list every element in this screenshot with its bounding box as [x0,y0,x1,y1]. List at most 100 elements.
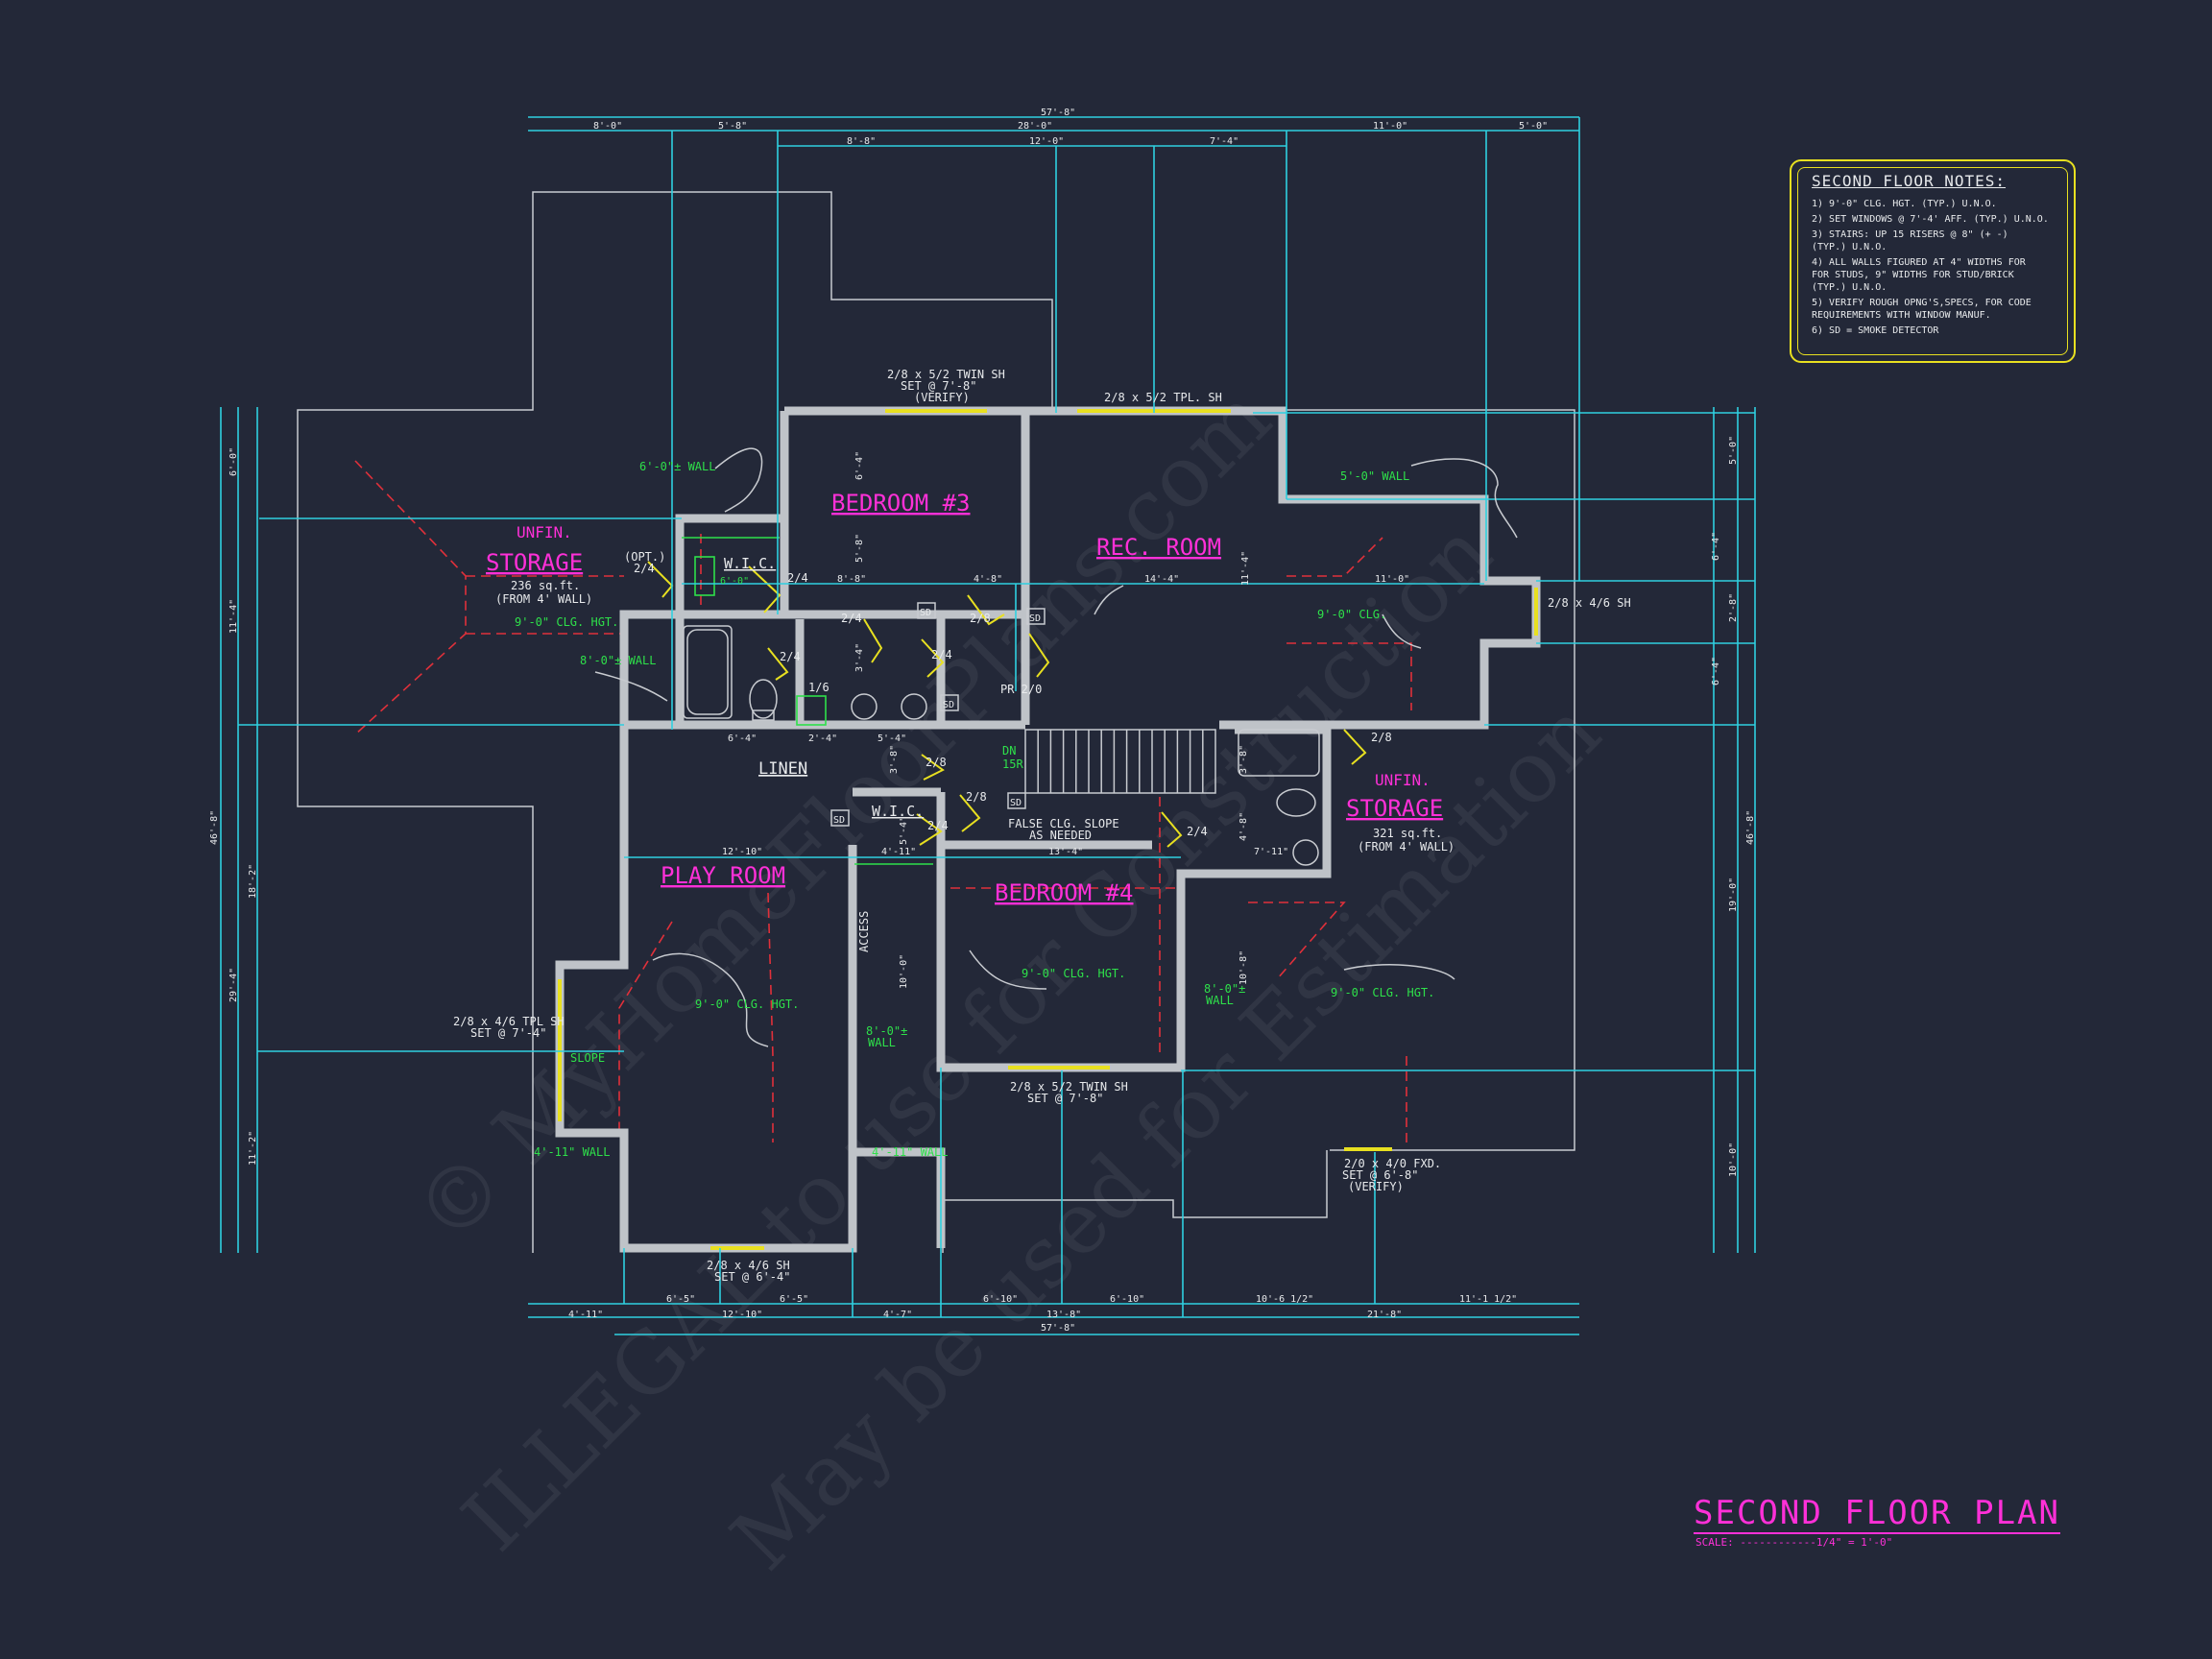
dim-left: 11'-2" [248,1131,258,1166]
win-play-bottom-label: 2/8 x 4/6 SH [707,1259,790,1272]
win-b3-label: 2/8 x 5/2 TWIN SH [887,368,1005,381]
access-label: ACCESS [857,911,871,952]
dim-inner-vertical: 3'-8" [889,745,900,774]
win-rec-label: 2/8 x 5/2 TPL. SH [1104,391,1222,404]
plumbing-fixtures [682,537,1320,866]
dim-right: 19'-0" [1728,878,1739,912]
door-label: 2/8 [970,612,991,625]
dim-bottom: 6'-10" [983,1294,1018,1305]
dim-bottom: 4'-11" [568,1310,603,1320]
clg-note-b4: 9'-0" CLG. HGT. [1022,967,1125,980]
win-b4-set: SET @ 7'-8" [1027,1092,1103,1105]
dim-top: 28'-0" [1018,121,1052,132]
door-label: 2/4 [931,648,952,661]
dim-right: 2'-8" [1728,593,1739,622]
note-item: 2) SET WINDOWS @ 7'-4' AFF. (TYP.) U.N.O… [1812,214,2049,225]
door-label: 2/4 [841,612,862,625]
dim-right: 10'-0" [1728,1142,1739,1177]
room-label-rec-room: REC. ROOM [1096,534,1221,561]
wall8-note-b: 8'-0"± [1204,982,1245,996]
dim-top: 8'-0" [593,121,622,132]
clg-note-play: 9'-0" CLG. HGT. [695,998,799,1011]
win-fxd-set: SET @ 6'-8" [1342,1168,1418,1182]
dim-inner: 6'-4" [728,733,757,744]
dim-inner: 12'-10" [722,847,762,857]
sd-label: SD [1029,613,1041,624]
room-label-storage-left: STORAGE [486,549,583,576]
dim-top: 12'-0" [1029,136,1064,147]
clg-note-rec: 9'-0" CLG. [1317,608,1386,621]
storage-left-area: 236 sq.ft. [511,579,580,592]
pr-door-label: PR 2/0 [1000,683,1042,696]
win-play-left-set: SET @ 7'-4" [470,1026,546,1040]
dim-left: 6'-0" [228,447,239,476]
leader-lines [594,447,1518,1047]
dim-inner: 6'-0" [720,576,749,587]
win-fxd-verify: (VERIFY) [1348,1180,1404,1193]
room-label-bedroom3: BEDROOM #3 [831,490,971,517]
second-floor-notes-panel: SECOND FLOOR NOTES: 1) 9'-0" CLG. HGT. (… [1790,159,2076,363]
clg-note-right: 9'-0" CLG. HGT. [1331,986,1434,999]
dim-bottom: 4'-7" [883,1310,912,1320]
wall8-note-a2: WALL [868,1036,896,1049]
win-play-left-label: 2/8 x 4/6 TPL SH [453,1015,565,1028]
dimension-lines [220,116,1756,1335]
dim-inner-vertical: 4'-8" [1238,812,1249,841]
dim-inner: 8'-8" [837,574,866,585]
door-label: 1/6 [808,681,830,694]
sd-label: SD [920,608,931,618]
sd-label: SD [943,700,954,710]
win-rec-right-label: 2/8 x 4/6 SH [1548,596,1631,610]
dim-inner-vertical: 6'-4" [854,451,865,480]
dim-inner: 11'-0" [1375,574,1409,585]
dim-top-overall: 57'-8" [1041,108,1075,118]
wall8-note-b2: WALL [1206,994,1234,1007]
dim-inner-vertical: 3'-4" [854,643,865,672]
linen-label: LINEN [758,759,807,779]
dim-inner-vertical: 5'-4" [899,816,909,845]
dim-inner: 7'-11" [1254,847,1288,857]
dim-left: 11'-4" [228,599,239,634]
smoke-detectors: SD SD SD SD SD [830,602,1046,827]
dim-bottom: 11'-1 1/2" [1459,1294,1517,1305]
storage-right-unfin: UNFIN. [1375,771,1431,789]
wic2-label: W.I.C. [872,803,924,820]
dim-top: 5'-0" [1519,121,1548,132]
sd-label: SD [833,815,845,826]
stair-dn-label: DN [1002,744,1016,757]
dim-inner: 2'-4" [808,733,837,744]
dim-right: 6'-4" [1711,532,1721,561]
dim-inner-vertical: 3'-8" [1238,745,1249,774]
note-item: 6) SD = SMOKE DETECTOR [1812,325,1939,336]
note-item: 1) 9'-0" CLG. HGT. (TYP.) U.N.O. [1812,199,1997,209]
notes-title: SECOND FLOOR NOTES: [1812,172,2007,190]
dim-bottom: 10'-6 1/2" [1256,1294,1313,1305]
door-label: 2/4 [1187,825,1208,838]
wall4-11-note-mid: 4'-11" WALL [872,1145,948,1159]
dim-top: 7'-4" [1210,136,1238,147]
door-label: 2/8 [966,790,987,804]
dim-inner: 13'-4" [1048,847,1083,857]
opt-label: (OPT.) [624,550,665,564]
dim-inner-vertical: 10'-8" [1238,950,1249,985]
note-item: 5) VERIFY ROUGH OPNG'S,SPECS, FOR CODE R… [1812,298,2032,321]
stairs [1024,729,1216,794]
door-size-labels: 2/4 2/4 2/4 2/8 2/4 2/8 1/6 2/4 2/8 2/8 … [780,571,1392,838]
dim-left: 29'-4" [228,968,239,1002]
storage-left-unfin: UNFIN. [517,523,572,541]
dim-bottom: 21'-8" [1367,1310,1402,1320]
stair-risers-label: 15R [1002,757,1023,771]
dim-inner-vertical: 10'-0" [899,954,909,989]
dim-bottom: 12'-10" [722,1310,762,1320]
slope-label: SLOPE [570,1051,605,1065]
win-fxd-label: 2/0 x 4/0 FXD. [1344,1157,1441,1170]
storage-right-area: 321 sq.ft. [1373,827,1442,840]
false-ceiling-label: FALSE CLG. SLOPE [1008,817,1119,830]
roof-ridges [354,460,1412,1142]
win-play-bottom-set: SET @ 6'-4" [714,1270,790,1284]
storage-left-from: (FROM 4' WALL) [495,592,592,606]
dim-right: 46'-8" [1745,810,1756,845]
dim-left: 46'-8" [209,810,220,845]
room-label-storage-right: STORAGE [1346,795,1443,822]
